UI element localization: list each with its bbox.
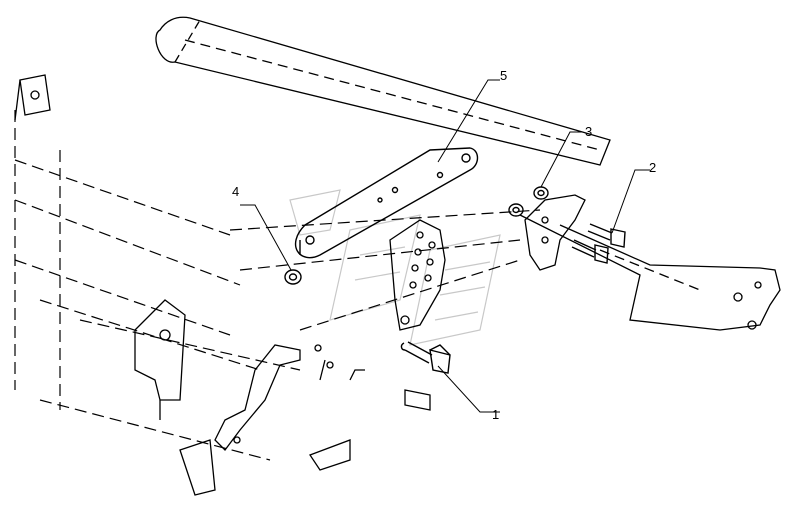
bracket-plate xyxy=(389,219,446,331)
nuts-part-3 xyxy=(508,186,549,217)
watermark-logo xyxy=(289,189,501,346)
bolt-part-1 xyxy=(400,341,451,374)
upper-beam xyxy=(155,16,611,166)
callout-1: 1 xyxy=(492,407,499,422)
right-bracket xyxy=(524,194,586,271)
link-bar-part-5 xyxy=(294,147,479,259)
callout-2: 2 xyxy=(649,160,656,175)
frame-solid-parts xyxy=(14,74,431,496)
leader-lines xyxy=(240,79,650,413)
callout-4: 4 xyxy=(232,184,239,199)
main-frame xyxy=(14,110,541,461)
nut-part-4 xyxy=(284,269,302,285)
bolts-part-2 xyxy=(571,223,626,264)
callout-5: 5 xyxy=(500,68,507,83)
lower-right-arm xyxy=(519,214,781,331)
callout-3: 3 xyxy=(585,124,592,139)
